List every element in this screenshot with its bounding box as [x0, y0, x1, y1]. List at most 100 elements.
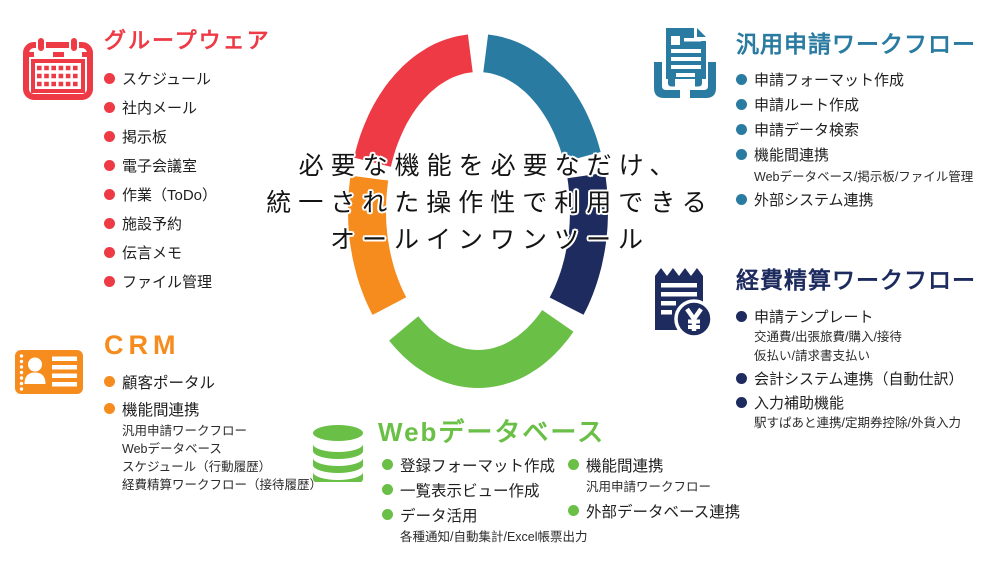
bullet-icon [736, 372, 747, 384]
feature-item: 機能間連携 [568, 452, 740, 477]
section-expense: 経費精算ワークフロー 申請テンプレート 交通費/出張旅費/購入/接待 仮払い/請… [736, 267, 976, 433]
bullet-icon [736, 396, 747, 408]
feature-label: 機能間連携 [754, 147, 830, 164]
feature-label: 機能間連携 [122, 401, 200, 419]
center-message-line: 必要な機能を必要なだけ、 [298, 151, 682, 180]
feature-label: 会計システム連携（自動仕訳） [754, 370, 964, 388]
section-crm: CRM 顧客ポータル 機能間連携 汎用申請ワークフロー Webデータベース スケ… [104, 330, 322, 494]
bullet-icon [568, 459, 579, 470]
bullet-icon [736, 124, 747, 135]
bullet-icon [104, 131, 115, 142]
feature-sublabel: 交通費/出張旅費/購入/接待 [754, 330, 902, 344]
bullet-icon [736, 149, 747, 160]
bullet-icon [104, 160, 115, 171]
feature-item: データ活用 [382, 502, 588, 527]
feature-item: 外部データベース連携 [568, 498, 740, 523]
feature-sublabel: スケジュール（行動履歴） [122, 460, 272, 474]
donut-segment-webdb [389, 309, 574, 389]
feature-subitem: Webデータベース/掲示板/ファイル管理 [754, 167, 976, 187]
feature-subitem: 各種通知/自動集計/Excel帳票出力 [400, 527, 588, 548]
bullet-icon [104, 276, 115, 287]
feature-item: 会計システム連携（自動仕訳） [736, 366, 976, 390]
donut-segment-crm [347, 175, 407, 315]
feature-item: 伝言メモ [104, 238, 271, 267]
bullet-icon [104, 247, 115, 258]
bullet-icon [104, 189, 115, 200]
feature-sublabel: 汎用申請ワークフロー [122, 424, 248, 438]
feature-label: 申請ルート作成 [754, 97, 860, 114]
feature-item: スケジュール [104, 64, 271, 93]
feature-subitem: 交通費/出張旅費/購入/接待 仮払い/請求書支払い [754, 328, 976, 366]
feature-item: 機能間連携 [736, 142, 976, 167]
feature-label: 電子会議室 [122, 158, 198, 175]
bullet-icon [736, 74, 747, 85]
section-webdb-col2: 機能間連携 汎用申請ワークフロー 外部データベース連携 [568, 452, 740, 523]
section-title-crm: CRM [104, 330, 181, 360]
database-icon [313, 425, 363, 482]
center-message: 必要な機能を必要なだけ、 統一された操作性で利用できる オールインワンツール [240, 147, 740, 258]
feature-label: 申請テンプレート [754, 308, 874, 326]
feature-subitem: 駅すぱあと連携/定期券控除/外貨入力 [754, 414, 976, 433]
feature-label: 申請フォーマット作成 [754, 72, 905, 89]
bullet-icon [104, 403, 115, 414]
bullet-icon [104, 218, 115, 229]
feature-label: スケジュール [122, 71, 211, 88]
id-card-icon [15, 350, 83, 394]
donut-segment-expense [549, 172, 608, 315]
feature-label: 顧客ポータル [122, 374, 216, 392]
feature-sublabel: Webデータベース [122, 442, 222, 456]
section-title-workflow: 汎用申請ワークフロー [736, 31, 976, 57]
feature-item: 作業（ToDo） [104, 180, 271, 209]
feature-item: 外部システム連携 [736, 187, 976, 212]
feature-subitem: 汎用申請ワークフロー Webデータベース スケジュール（行動履歴） 経費精算ワー… [122, 422, 322, 494]
feature-label: 社内メール [122, 100, 198, 117]
calendar-icon [23, 36, 93, 100]
feature-item: 社内メール [104, 93, 271, 122]
feature-item: 入力補助機能 [736, 390, 976, 414]
feature-label: 入力補助機能 [754, 394, 845, 412]
feature-item: 施設予約 [104, 209, 271, 238]
feature-item: 電子会議室 [104, 151, 271, 180]
bullet-icon [382, 459, 393, 470]
feature-label: 申請データ検索 [754, 122, 860, 139]
section-title-webdb: Webデータベース [378, 417, 606, 447]
feature-label: ファイル管理 [122, 274, 213, 291]
section-workflow: 汎用申請ワークフロー 申請フォーマット作成 申請ルート作成 申請データ検索 機能… [736, 30, 976, 212]
feature-item: 申請データ検索 [736, 117, 976, 142]
feature-label: 外部システム連携 [754, 192, 874, 209]
feature-label: 伝言メモ [122, 245, 183, 262]
feature-sublabel: 汎用申請ワークフロー [586, 480, 712, 494]
bullet-icon [736, 310, 747, 322]
bullet-icon [382, 509, 393, 520]
donut-segment-groupware [353, 34, 473, 167]
feature-sublabel: Webデータベース/掲示板/ファイル管理 [754, 170, 974, 184]
section-webdb-col1: 登録フォーマット作成 一覧表示ビュー作成 データ活用 各種通知/自動集計/Exc… [382, 452, 588, 548]
bullet-icon [568, 505, 579, 516]
bullet-icon [104, 376, 115, 387]
center-message-line: オールインワンツール [329, 225, 650, 254]
bullet-icon [736, 99, 747, 110]
feature-item: 申請フォーマット作成 [736, 67, 976, 92]
feature-item: 機能間連携 [104, 395, 322, 422]
fax-document-icon [654, 28, 716, 98]
feature-item: ファイル管理 [104, 267, 271, 296]
feature-label: データ活用 [400, 507, 478, 525]
section-groupware: グループウェア スケジュール 社内メール 掲示板 電子会議室 作業（ToDo） … [104, 28, 271, 296]
feature-subitem: 汎用申請ワークフロー [586, 477, 740, 498]
bullet-icon [736, 194, 747, 205]
feature-item: 申請ルート作成 [736, 92, 976, 117]
bullet-icon [382, 484, 393, 495]
section-title-expense: 経費精算ワークフロー [736, 267, 976, 293]
feature-item: 顧客ポータル [104, 368, 322, 395]
feature-label: 一覧表示ビュー作成 [400, 482, 540, 500]
feature-sublabel: 各種通知/自動集計/Excel帳票出力 [400, 530, 588, 544]
donut-segment-workflow [483, 34, 601, 162]
feature-item: 登録フォーマット作成 [382, 452, 588, 477]
feature-item: 申請テンプレート [736, 304, 976, 328]
center-message-line: 統一された操作性で利用できる [266, 188, 714, 217]
feature-sublabel: 経費精算ワークフロー（接待履歴） [122, 478, 323, 492]
feature-item: 掲示板 [104, 122, 271, 151]
bullet-icon [104, 73, 115, 84]
